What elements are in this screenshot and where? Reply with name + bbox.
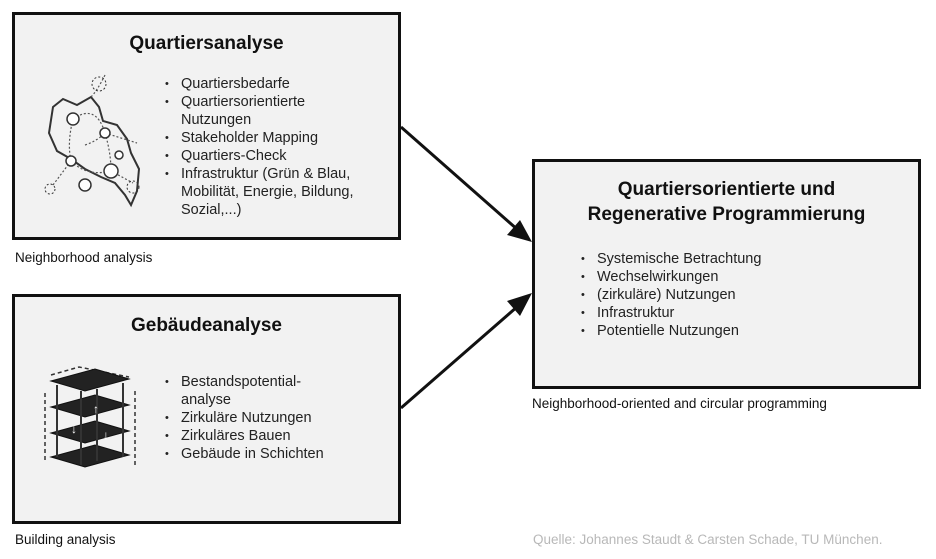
svg-text:↓: ↓ — [103, 428, 109, 442]
source-credit: Quelle: Johannes Staudt & Carsten Schade… — [533, 532, 883, 547]
list-item: Quartiersbedarfe — [163, 75, 393, 93]
programming-box: Quartiersorientierte und Regenerative Pr… — [532, 159, 921, 389]
svg-text:↓: ↓ — [71, 422, 77, 436]
programming-box-title-line1: Quartiersorientierte und — [617, 179, 836, 200]
list-item: Stakeholder Mapping — [163, 129, 393, 147]
building-analysis-box: Gebäudeanalyse ↑ ↓ ↓ Bestandspotential-ana… — [12, 294, 401, 524]
list-item: Wechselwirkungen — [579, 268, 899, 286]
list-item: Bestandspotential-analyse — [163, 373, 393, 409]
arrow-building-to-programming — [400, 304, 519, 410]
list-item: Infrastruktur — [579, 304, 899, 322]
list-item: Quartiers-Check — [163, 147, 393, 165]
building-box-title: Gebäudeanalyse — [130, 315, 283, 336]
neighborhood-map-icon — [44, 74, 141, 208]
programming-box-title-line2: Regenerative Programmierung — [587, 204, 866, 225]
list-item: (zirkuläre) Nutzungen — [579, 286, 899, 304]
arrow-neighborhood-to-programming — [400, 125, 519, 232]
programming-caption: Neighborhood-oriented and circular progr… — [532, 396, 827, 411]
list-item: Gebäude in Schichten — [163, 445, 393, 463]
neighborhood-caption: Neighborhood analysis — [15, 250, 153, 265]
neighborhood-analysis-box: Quartiersanalyse Quartiersbedarfe Quarti… — [12, 12, 401, 240]
arrowhead-top — [507, 220, 532, 242]
programming-item-list: Systemische Betrachtung Wechselwirkungen… — [579, 250, 899, 340]
neighborhood-box-title: Quartiersanalyse — [129, 33, 284, 54]
arrowhead-bottom — [507, 293, 532, 316]
neighborhood-item-list: Quartiersbedarfe QuartiersorientierteNut… — [163, 75, 393, 219]
list-item: Zirkuläre Nutzungen — [163, 409, 393, 427]
building-item-list: Bestandspotential-analyse Zirkuläre Nutz… — [163, 373, 393, 463]
svg-text:↑: ↑ — [93, 402, 99, 416]
building-layers-icon: ↑ ↓ ↓ — [44, 366, 136, 468]
list-item: Potentielle Nutzungen — [579, 322, 899, 340]
list-item: Zirkuläres Bauen — [163, 427, 393, 445]
building-caption: Building analysis — [15, 532, 116, 547]
list-item: Infrastruktur (Grün & Blau,Mobilität, En… — [163, 165, 393, 219]
list-item: Systemische Betrachtung — [579, 250, 899, 268]
